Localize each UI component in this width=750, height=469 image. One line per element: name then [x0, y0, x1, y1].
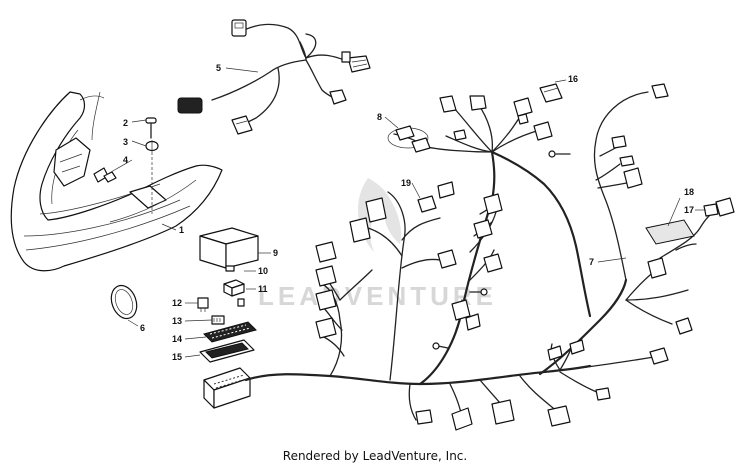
callout-13: 13: [172, 316, 213, 326]
fuse-strip: [211, 315, 225, 325]
callout-3: 3: [123, 137, 147, 147]
callout-10: 10: [244, 266, 268, 276]
callout-17: 17: [684, 205, 706, 215]
fuse-box-cover: [199, 227, 259, 272]
headlight-assembly: [10, 91, 223, 272]
svg-text:11: 11: [258, 284, 268, 294]
svg-text:16: 16: [568, 74, 578, 84]
clip: [145, 140, 159, 214]
fuse-box: [203, 367, 251, 409]
svg-text:13: 13: [172, 316, 182, 326]
callout-15: 15: [172, 352, 201, 362]
bolt: [145, 117, 157, 139]
fuse: [237, 298, 245, 307]
callouts: 1 2 3 4 5 6 7 8: [103, 63, 706, 362]
svg-text:5: 5: [216, 63, 221, 73]
relay: [223, 279, 245, 297]
callout-12: 12: [172, 298, 198, 308]
callout-16: 16: [554, 74, 578, 84]
svg-text:19: 19: [401, 178, 411, 188]
svg-text:7: 7: [589, 257, 594, 267]
svg-text:3: 3: [123, 137, 128, 147]
svg-text:10: 10: [258, 266, 268, 276]
callout-11: 11: [246, 284, 268, 294]
callout-9: 9: [258, 248, 278, 258]
fuse-panel: [203, 321, 257, 343]
svg-text:15: 15: [172, 352, 182, 362]
callout-8: 8: [377, 112, 399, 129]
harness-connectors: [315, 83, 735, 431]
callout-1: 1: [161, 223, 184, 235]
callout-19: 19: [401, 178, 421, 199]
svg-text:14: 14: [172, 334, 182, 344]
svg-text:18: 18: [684, 187, 694, 197]
gasket: [199, 339, 255, 363]
watermark: LEADVENTURE: [258, 178, 493, 311]
svg-text:6: 6: [140, 323, 145, 333]
svg-text:2: 2: [123, 118, 128, 128]
grommet-ring: [110, 284, 138, 320]
svg-text:8: 8: [377, 112, 382, 122]
headlight-harness: [177, 19, 371, 135]
callout-18: 18: [667, 187, 694, 227]
callout-7: 7: [589, 257, 627, 267]
callout-5: 5: [216, 63, 259, 73]
svg-text:1: 1: [179, 225, 184, 235]
callout-2: 2: [123, 118, 147, 128]
main-harness: [244, 91, 719, 421]
mini-relay: [197, 297, 209, 312]
svg-text:4: 4: [123, 155, 128, 165]
callout-6: 6: [127, 319, 145, 333]
svg-text:12: 12: [172, 298, 182, 308]
svg-text:17: 17: [684, 205, 694, 215]
credit-text: Rendered by LeadVenture, Inc.: [282, 449, 468, 463]
svg-text:9: 9: [273, 248, 278, 258]
callout-14: 14: [172, 334, 207, 344]
callout-4: 4: [103, 155, 133, 177]
